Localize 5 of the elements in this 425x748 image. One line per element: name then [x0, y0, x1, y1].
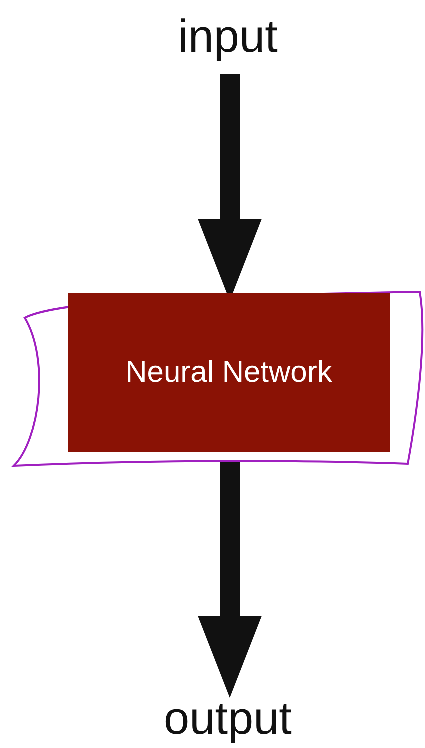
arrow [198, 462, 262, 698]
box-label: Neural Network [126, 356, 332, 390]
terminal-label: output [164, 695, 292, 741]
terminal-label: input [178, 13, 278, 59]
process-box [68, 293, 390, 452]
